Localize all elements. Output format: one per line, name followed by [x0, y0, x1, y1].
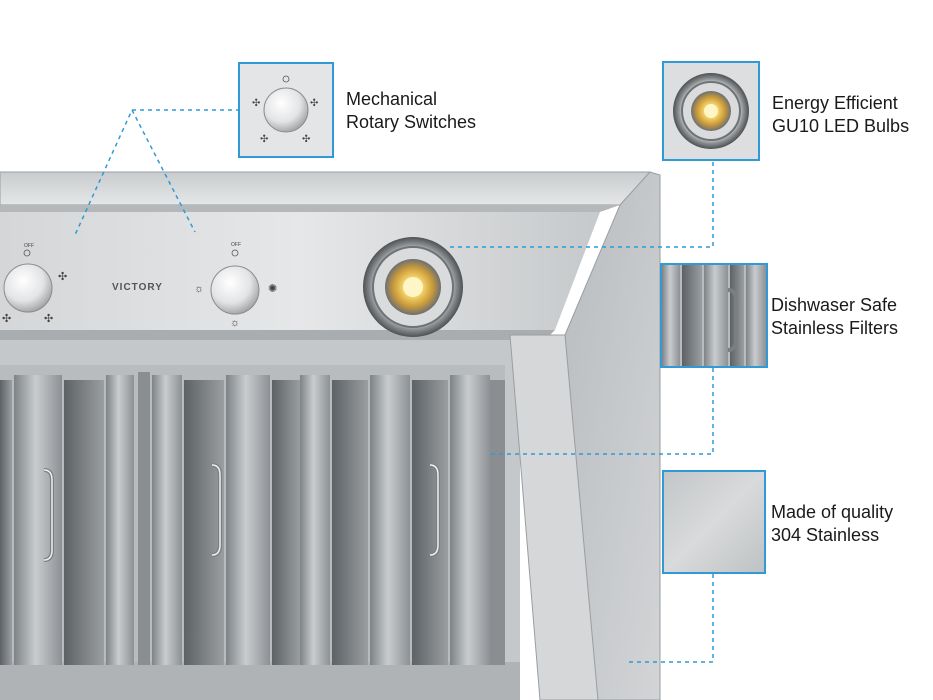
fan-icon: ✣ — [58, 271, 67, 283]
stainless-thumbnail — [662, 470, 766, 574]
feature-label-switches: Mechanical Rotary Switches — [346, 89, 477, 132]
svg-text:✣: ✣ — [252, 98, 260, 109]
callout-lines — [74, 109, 714, 663]
brand-logo: VICTORY — [112, 282, 163, 293]
knob-off-label: OFF — [231, 242, 241, 248]
light-dim-icon: ☼ — [194, 283, 204, 295]
knob-off-label: OFF — [24, 243, 34, 249]
rotary-knob-icon: ✣ ✣ ✣ ✣ — [240, 64, 332, 156]
feature-label-led: Energy Efficient GU10 LED Bulbs — [772, 93, 910, 136]
light-icon: ☼ — [230, 317, 240, 329]
baffle-filter-icon — [662, 265, 766, 366]
fan-icon: ✣ — [44, 313, 53, 325]
light-bright-icon: ✺ — [268, 283, 277, 295]
feature-label-steel: Made of quality 304 Stainless — [771, 502, 894, 545]
led-bulb-thumbnail — [662, 61, 760, 161]
fan-speed-knob: OFF ✣ ✣ ✣ — [2, 243, 67, 325]
svg-text:✣: ✣ — [302, 134, 310, 145]
fan-icon: ✣ — [2, 313, 11, 325]
led-bulb-icon — [664, 63, 758, 159]
led-light-fixture — [363, 237, 463, 337]
steel-texture-icon — [664, 472, 764, 572]
svg-text:✣: ✣ — [310, 98, 318, 109]
feature-label-filters: Dishwaser Safe Stainless Filters — [771, 295, 899, 338]
baffle-filter-strips — [0, 372, 505, 665]
filter-thumbnail — [660, 263, 768, 368]
svg-text:✣: ✣ — [260, 134, 268, 145]
rotary-switch-thumbnail: ✣ ✣ ✣ ✣ — [238, 62, 334, 158]
light-knob: OFF ☼ ✺ ☼ — [194, 242, 277, 329]
